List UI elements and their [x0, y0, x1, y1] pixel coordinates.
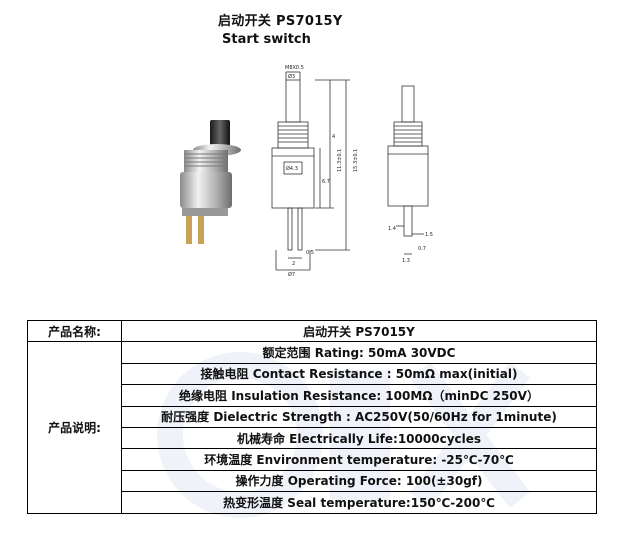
table-row: 接触电阻 Contact Resistance : 50mΩ max(initi…: [28, 362, 597, 386]
spec-electrical-life: 机械寿命 Electrically Life:10000cycles: [121, 426, 597, 450]
page-subtitle: Start switch: [222, 32, 311, 47]
spec-dielectric-strength: 耐压强度 Dielectric Strength : AC250V(50/60H…: [121, 405, 597, 428]
spec-seal-temperature: 热变形温度 Seal temperature:150℃-200℃: [121, 491, 597, 514]
spec-contact-resistance: 接触电阻 Contact Resistance : 50mΩ max(initi…: [121, 362, 597, 386]
table-row: 产品说明: 额定范围 Rating: 50mA 30VDC: [27, 341, 597, 514]
product-name-value: 启动开关 PS7015Y: [121, 319, 597, 343]
dim-len-2: 2: [292, 261, 295, 267]
dim-thread: M8X0.5: [285, 65, 304, 71]
dimension-labels: M8X0.5 Ø3 Ø4.3 Ø7 4 6.7 11.3±0.1 15.3±0.…: [285, 65, 433, 278]
dim-len-4: 4: [332, 134, 335, 140]
dim-cap-dia: Ø3: [288, 73, 295, 80]
drawing-front-view: [271, 71, 350, 271]
table-row: 耐压强度 Dielectric Strength : AC250V(50/60H…: [28, 405, 597, 428]
product-name-label: 产品名称:: [27, 319, 122, 343]
spec-rating: 额定范围 Rating: 50mA 30VDC: [121, 341, 597, 364]
switch-photo: [180, 120, 241, 244]
spec-table: 产品名称: 启动开关 PS7015Y 产品说明: 额定范围 Rating: 50…: [27, 319, 597, 514]
dim-len-0-5: 0.5: [306, 250, 314, 256]
dim-len-11-3: 11.3±0.1: [337, 149, 343, 172]
table-row: 产品名称: 启动开关 PS7015Y: [27, 319, 597, 343]
dim-len-15-3: 15.3±0.1: [353, 149, 359, 172]
table-row: 热变形温度 Seal temperature:150℃-200℃: [28, 491, 597, 514]
table-row: 机械寿命 Electrically Life:10000cycles: [28, 426, 597, 450]
spec-insulation-resistance: 绝缘电阻 Insulation Resistance: 100MΩ（minDC …: [121, 384, 597, 407]
drawing-side-view: [387, 85, 429, 255]
dim-len-6-7: 6.7: [322, 179, 330, 185]
dim-body-dia: Ø4.3: [286, 165, 298, 172]
spec-operating-force: 操作力度 Operating Force: 100(±30gf): [121, 469, 597, 493]
dim-len-1-3: 1.3: [402, 258, 410, 264]
dim-len-1-5: 1.5: [425, 232, 433, 238]
dim-len-1-4: 1.4: [388, 226, 396, 232]
product-figure: M8X0.5 Ø3 Ø4.3 Ø7 4 6.7 11.3±0.1 15.3±0.…: [180, 65, 433, 278]
spec-environment-temperature: 环境温度 Environment temperature: -25℃-70℃: [121, 448, 597, 471]
dim-len-0-7: 0.7: [418, 246, 426, 252]
page-title: 启动开关 PS7015Y: [218, 14, 343, 29]
dim-pin-dia: Ø7: [288, 271, 295, 278]
product-desc-label: 产品说明:: [27, 341, 122, 514]
